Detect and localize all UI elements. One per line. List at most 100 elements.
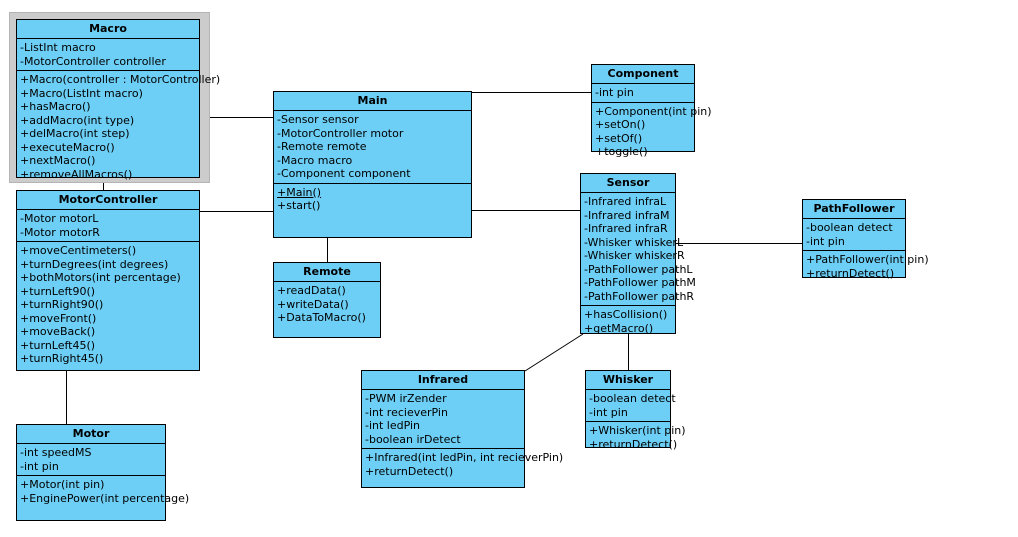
- method-row: +toggle(): [595, 145, 648, 158]
- attribute-row: -int pin: [806, 234, 845, 248]
- method-row: +Motor(int pin): [20, 478, 105, 491]
- attribute-row: -Infrared infraM: [584, 208, 670, 222]
- method-row: +bothMotors(int percentage): [20, 271, 181, 284]
- method-row: +moveCentimeters(): [20, 244, 137, 257]
- class-title-component: Component: [592, 65, 694, 84]
- attribute-row: -boolean detect: [589, 392, 676, 405]
- method-row: +readData(): [277, 284, 346, 297]
- attribute-row: -Infrared infraL: [584, 195, 667, 208]
- class-box-motor[interactable]: Motor -int speedMS -int pin +Motor(int p…: [16, 424, 190, 521]
- class-title-main: Main: [274, 92, 471, 111]
- method-row: +executeMacro(): [20, 140, 115, 154]
- class-methods-whisker: +Whisker(int pin) +returnDetect(): [586, 421, 686, 453]
- connector-main-sensor[interactable]: [471, 210, 581, 211]
- method-row: +EnginePower(int percentage): [20, 491, 190, 505]
- attribute-row: -MotorController motor: [277, 126, 404, 140]
- connector-sensor-whisker[interactable]: [628, 334, 629, 371]
- method-row: +addMacro(int type): [20, 113, 135, 127]
- attribute-row: -PathFollower pathR: [584, 289, 695, 303]
- connector-sensor-infrared[interactable]: [520, 330, 590, 376]
- attribute-row: -Sensor sensor: [277, 113, 359, 126]
- method-row: +turnRight90(): [20, 298, 104, 311]
- class-methods-motorcontroller: +moveCentimeters() +turnDegrees(int degr…: [17, 241, 199, 368]
- attribute-row: -Motor motorL: [20, 212, 99, 225]
- class-title-macro: Macro: [17, 20, 199, 39]
- attribute-row: -Whisker whiskerR: [584, 249, 685, 262]
- class-attributes-motorcontroller: -Motor motorL -Motor motorR: [17, 210, 199, 241]
- class-box-main[interactable]: Main -Sensor sensor -MotorController mot…: [273, 91, 472, 238]
- class-box-infrared[interactable]: Infrared -PWM irZender -int recieverPin …: [361, 370, 564, 488]
- class-box-macro[interactable]: Macro -ListInt macro -MotorController co…: [16, 19, 221, 181]
- attribute-row: -int recieverPin: [365, 405, 448, 419]
- attribute-row: -int speedMS: [20, 446, 92, 459]
- method-row: +Whisker(int pin): [589, 424, 686, 437]
- attribute-row: -PWM irZender: [365, 392, 447, 405]
- method-row: +setOf(): [595, 131, 643, 145]
- class-attributes-component: -int pin: [592, 84, 694, 102]
- attribute-row: -Component component: [277, 167, 411, 180]
- class-methods-motor: +Motor(int pin) +EnginePower(int percent…: [17, 475, 190, 507]
- method-row: +Component(int pin): [595, 104, 712, 118]
- method-row: +returnDetect(): [589, 437, 678, 451]
- class-title-whisker: Whisker: [586, 371, 670, 390]
- attribute-row: -Infrared infraR: [584, 222, 668, 235]
- method-row: +turnRight45(): [20, 352, 104, 365]
- class-title-motorcontroller: MotorController: [17, 191, 199, 210]
- method-row: +PathFollower(int pin): [806, 253, 929, 266]
- attribute-row: -PathFollower pathL: [584, 262, 693, 276]
- class-methods-infrared: +Infrared(int ledPin, int recieverPin) +…: [362, 448, 564, 480]
- class-box-sensor[interactable]: Sensor -Infrared infraL -Infrared infraM…: [580, 173, 696, 335]
- class-box-pathfollower[interactable]: PathFollower -boolean detect -int pin +P…: [802, 199, 929, 280]
- method-row: +writeData(): [277, 297, 349, 311]
- class-attributes-macro: -ListInt macro -MotorController controll…: [17, 39, 199, 70]
- method-row: +getMacro(): [584, 321, 654, 335]
- method-row: +turnLeft90(): [20, 284, 96, 298]
- attribute-row: -int ledPin: [365, 419, 421, 432]
- class-attributes-whisker: -boolean detect -int pin: [586, 390, 676, 421]
- class-attributes-motor: -int speedMS -int pin: [17, 444, 165, 475]
- method-row: +moveFront(): [20, 311, 97, 325]
- class-title-remote: Remote: [274, 263, 380, 282]
- class-title-motor: Motor: [17, 425, 165, 444]
- attribute-row: -int pin: [20, 459, 59, 473]
- class-title-infrared: Infrared: [362, 371, 524, 390]
- class-title-pathfollower: PathFollower: [803, 200, 905, 219]
- connector-motorcontroller-motor[interactable]: [66, 371, 67, 425]
- class-box-remote[interactable]: Remote +readData() +writeData() +DataToM…: [273, 262, 381, 338]
- attribute-row: -int pin: [595, 86, 634, 99]
- class-box-motorcontroller[interactable]: MotorController -Motor motorL -Motor mot…: [16, 190, 200, 371]
- method-row: +nextMacro(): [20, 154, 96, 167]
- method-row: +hasCollision(): [584, 308, 668, 321]
- attribute-row: -Motor motorR: [20, 225, 100, 239]
- connector-motorcontroller-main[interactable]: [200, 211, 274, 212]
- class-attributes-sensor: -Infrared infraL -Infrared infraM -Infra…: [581, 193, 696, 305]
- method-row: +returnDetect(): [365, 464, 454, 478]
- method-row: +delMacro(int step): [20, 127, 130, 140]
- method-row: +Macro(ListInt macro): [20, 86, 143, 100]
- class-box-whisker[interactable]: Whisker -boolean detect -int pin +Whiske…: [585, 370, 686, 451]
- class-methods-component: +Component(int pin) +setOn() +setOf() +t…: [592, 101, 712, 161]
- attribute-row: -Macro macro: [277, 153, 353, 167]
- method-row: +DataToMacro(): [277, 311, 366, 324]
- connector-macro-motorcontroller[interactable]: [103, 178, 104, 191]
- attribute-row: -ListInt macro: [20, 41, 96, 54]
- method-row: +setOn(): [595, 118, 646, 131]
- class-box-component[interactable]: Component -int pin +Component(int pin) +…: [591, 64, 712, 158]
- connector-main-component[interactable]: [471, 92, 591, 93]
- attribute-row: -boolean detect: [806, 221, 893, 234]
- connector-sensor-pathfollower[interactable]: [676, 243, 802, 244]
- attribute-row: -int pin: [589, 405, 628, 419]
- method-row: +moveBack(): [20, 325, 96, 338]
- attribute-row: -boolean irDetect: [365, 432, 461, 446]
- class-methods-remote: +readData() +writeData() +DataToMacro(): [274, 282, 380, 327]
- class-attributes-infrared: -PWM irZender -int recieverPin -int ledP…: [362, 390, 524, 448]
- method-row: +turnLeft45(): [20, 338, 96, 352]
- connector-macro-main[interactable]: [192, 117, 274, 118]
- class-attributes-pathfollower: -boolean detect -int pin: [803, 219, 905, 250]
- method-row: +removeAllMacros(): [20, 167, 133, 181]
- method-row: +returnDetect(): [806, 266, 895, 280]
- connector-main-remote[interactable]: [327, 238, 328, 263]
- method-row: +Macro(controller : MotorController): [20, 73, 221, 86]
- method-row: +Infrared(int ledPin, int recieverPin): [365, 451, 564, 464]
- attribute-row: -MotorController controller: [20, 54, 166, 68]
